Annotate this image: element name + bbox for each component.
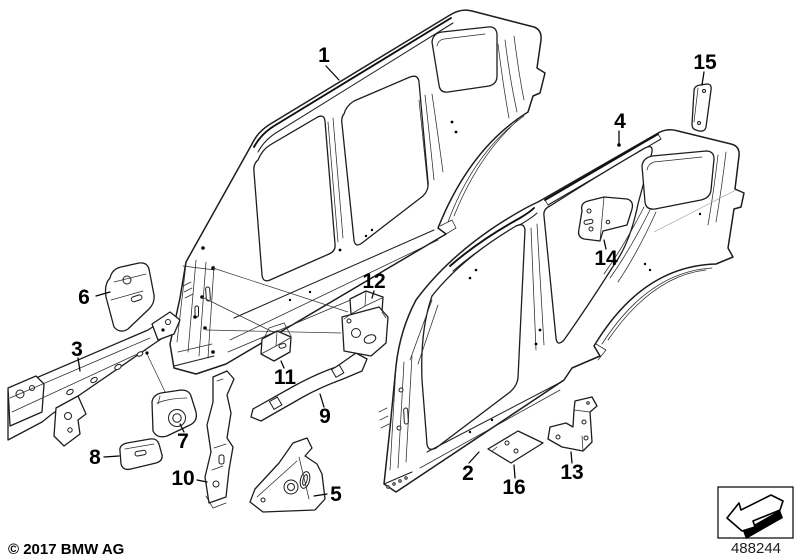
- callout-8-label[interactable]: 8: [89, 446, 101, 469]
- diagram-number: 488244: [731, 540, 781, 557]
- callout-15: 15: [693, 51, 717, 86]
- part-11-bracket-drawing: [260, 322, 292, 362]
- callout-7-leader: [179, 423, 185, 433]
- callout-2-label[interactable]: 2: [462, 462, 474, 485]
- direction-of-travel-icon: [726, 494, 784, 539]
- callout-13-leader: [570, 451, 573, 464]
- part-8-plate-drawing: [119, 438, 163, 471]
- callout-14-leader: [603, 239, 607, 250]
- callout-9-leader: [319, 393, 325, 408]
- callout-12-leader: [371, 290, 375, 299]
- part-7-bracket-drawing: [151, 389, 198, 438]
- callout-1: 1: [318, 44, 340, 81]
- part-10-pillar-reinforcement-drawing: [204, 370, 235, 509]
- callout-8: 8: [89, 446, 120, 469]
- callout-8-leader: [103, 455, 120, 458]
- callout-15-label[interactable]: 15: [693, 51, 717, 74]
- part-13-bracket-drawing: [547, 396, 598, 452]
- callout-1-leader: [325, 65, 340, 81]
- callout-2-leader: [468, 451, 480, 464]
- callout-12-label[interactable]: 12: [362, 270, 385, 293]
- callout-10: 10: [171, 467, 208, 490]
- callout-16-label[interactable]: 16: [502, 476, 525, 499]
- callout-6: 6: [78, 286, 111, 309]
- callout-1-label[interactable]: 1: [318, 44, 330, 67]
- part-5-gusset-drawing: [249, 437, 326, 513]
- part-6-bracket-drawing: [104, 262, 155, 332]
- callout-14-label[interactable]: 14: [594, 247, 618, 270]
- callout-13: 13: [560, 451, 584, 484]
- callout-5: 5: [313, 483, 342, 506]
- side-frame-front-drawing: [169, 9, 546, 375]
- callout-3-label[interactable]: 3: [71, 338, 83, 361]
- side-frame-rear-drawing: [378, 128, 745, 493]
- callout-9: 9: [319, 393, 331, 428]
- copyright-text: © 2017 BMW AG: [8, 541, 124, 558]
- callout-7: 7: [177, 423, 189, 453]
- part-3-support-rail-drawing: [7, 311, 181, 447]
- callout-11: 11: [274, 360, 297, 389]
- part-9-strap-drawing: [250, 352, 368, 422]
- part-16-plate-drawing: [487, 430, 544, 464]
- callout-12: 12: [362, 270, 386, 299]
- callout-3-leader: [77, 357, 81, 372]
- callout-16-leader: [513, 464, 516, 479]
- direction-of-travel-legend: 488244: [717, 486, 794, 557]
- reference-lines: [145, 267, 349, 399]
- callout-3: 3: [71, 338, 83, 372]
- part-15-strip-drawing: [691, 83, 712, 132]
- callout-9-label[interactable]: 9: [319, 405, 331, 428]
- callout-5-leader: [313, 493, 328, 497]
- callout-5-label[interactable]: 5: [330, 483, 342, 506]
- callout-13-label[interactable]: 13: [560, 461, 583, 484]
- part-12-bracket-drawing: [341, 290, 389, 357]
- callout-14: 14: [594, 239, 618, 270]
- callout-4-label[interactable]: 4: [614, 110, 626, 133]
- callout-4: 4: [614, 110, 626, 147]
- callout-10-leader: [196, 479, 208, 483]
- callout-15-leader: [701, 71, 705, 86]
- callout-6-leader: [95, 291, 111, 297]
- callout-6-label[interactable]: 6: [78, 286, 90, 309]
- part-14-bracket-drawing: [577, 196, 634, 242]
- callout-11-leader: [280, 360, 285, 369]
- callout-2: 2: [462, 451, 480, 485]
- callout-10-label[interactable]: 10: [171, 467, 194, 490]
- callout-7-label[interactable]: 7: [177, 430, 189, 453]
- callout-16: 16: [502, 464, 526, 499]
- callout-11-label[interactable]: 11: [274, 366, 297, 389]
